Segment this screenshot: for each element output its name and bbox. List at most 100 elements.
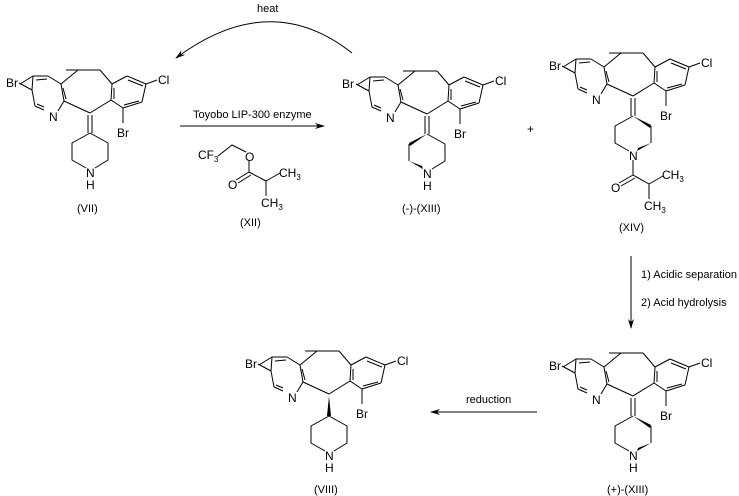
- bond: [574, 358, 577, 374]
- compound-vii: Br Cl N Br N H (VII): [6, 69, 169, 215]
- bond: [603, 366, 608, 385]
- atom-n-pyridine: N: [49, 110, 58, 124]
- atom-cl: Cl: [701, 356, 712, 370]
- bond: [603, 66, 608, 85]
- bond: [632, 82, 655, 97]
- bond: [34, 105, 45, 111]
- bond: [653, 382, 667, 392]
- tricyclic-skeleton: [18, 69, 158, 123]
- bond: [561, 65, 576, 74]
- compound-label: (-)-(XIII): [402, 203, 440, 215]
- bond: [447, 100, 461, 110]
- bond: [384, 76, 399, 86]
- heat-label: heat: [257, 3, 278, 15]
- wedge-bond: [327, 396, 331, 416]
- bond: [368, 90, 373, 108]
- bond: [299, 350, 318, 366]
- bond: [111, 75, 128, 85]
- piperidine-ring: [71, 132, 109, 169]
- bond: [590, 58, 605, 68]
- bond: [18, 82, 33, 91]
- atom-br: Br: [454, 127, 466, 141]
- bond: [126, 75, 147, 85]
- bond: [60, 83, 65, 102]
- bond: [141, 83, 147, 103]
- bond: [365, 356, 386, 366]
- atom-h: H: [423, 179, 432, 193]
- atom-cl: Cl: [701, 56, 712, 70]
- bond: [577, 388, 588, 394]
- bond: [19, 75, 34, 85]
- bond: [275, 384, 284, 389]
- bond: [561, 365, 576, 374]
- atom-br: Br: [660, 109, 672, 123]
- bond: [426, 100, 449, 115]
- atom-n-piperidine: N: [423, 167, 432, 181]
- bond: [349, 364, 352, 382]
- bond: [459, 102, 480, 110]
- ch3-group: CH3: [662, 168, 684, 184]
- bond: [301, 368, 306, 381]
- atom-br: Br: [549, 359, 561, 373]
- piperidine-ring: [614, 115, 652, 152]
- bond: [603, 352, 622, 368]
- wedge-bond: [409, 134, 427, 146]
- atom-cl: Cl: [158, 73, 169, 87]
- bond: [338, 350, 352, 366]
- bond: [590, 358, 605, 368]
- bond: [606, 383, 634, 397]
- bond: [372, 79, 385, 82]
- bond: [478, 84, 484, 104]
- compound-xiv: Br Cl N Br N O CH3 CH3 (XIV): [549, 52, 712, 234]
- bond: [436, 70, 450, 86]
- bond: [669, 58, 690, 68]
- atom-br: Br: [117, 126, 129, 140]
- atom-o-ester: O: [245, 150, 254, 164]
- bond: [99, 69, 113, 85]
- bond: [574, 72, 579, 90]
- bond: [562, 58, 577, 68]
- atom-o-carbonyl: O: [228, 178, 237, 192]
- bond: [302, 381, 330, 395]
- bond: [299, 364, 304, 383]
- bond: [270, 370, 275, 388]
- tricyclic-skeleton: [561, 352, 701, 406]
- wedge-bond: [637, 443, 651, 451]
- bond: [670, 362, 687, 370]
- bond: [688, 362, 701, 368]
- bond: [355, 83, 370, 92]
- plus-sign: +: [527, 122, 534, 136]
- bond: [89, 99, 112, 114]
- bond: [578, 361, 591, 364]
- bond: [665, 384, 686, 392]
- bond: [482, 80, 495, 86]
- wedge-bond: [633, 116, 651, 128]
- bond: [605, 70, 610, 83]
- compound-label: (XIV): [619, 222, 644, 234]
- bond: [654, 358, 671, 368]
- bond: [653, 82, 667, 92]
- enzyme-label: Toyobo LIP-300 enzyme: [193, 109, 312, 121]
- bond: [669, 358, 690, 368]
- cf3-group: CF3: [198, 148, 219, 164]
- atom-br: Br: [660, 409, 672, 423]
- atom-n-pyridine: N: [288, 391, 297, 405]
- bond: [603, 52, 622, 68]
- compound-minus-xiii: Br Cl N Br N H (-)-(XIII): [342, 70, 506, 215]
- bond: [448, 76, 465, 86]
- bond: [328, 380, 351, 395]
- bond: [258, 356, 273, 366]
- atom-h: H: [629, 461, 638, 475]
- bond: [463, 76, 484, 86]
- bond: [110, 83, 113, 101]
- bond: [397, 84, 402, 103]
- bond: [653, 366, 656, 384]
- atom-o: O: [611, 181, 620, 195]
- piperidine-ring: [310, 415, 348, 452]
- bond: [654, 58, 671, 68]
- bond: [653, 66, 656, 84]
- atom-h: H: [86, 178, 95, 192]
- atom-n-piperidine: N: [629, 149, 638, 163]
- wedge-bond: [637, 143, 651, 151]
- step-acid-hydrolysis: 2) Acid hydrolysis: [641, 297, 727, 309]
